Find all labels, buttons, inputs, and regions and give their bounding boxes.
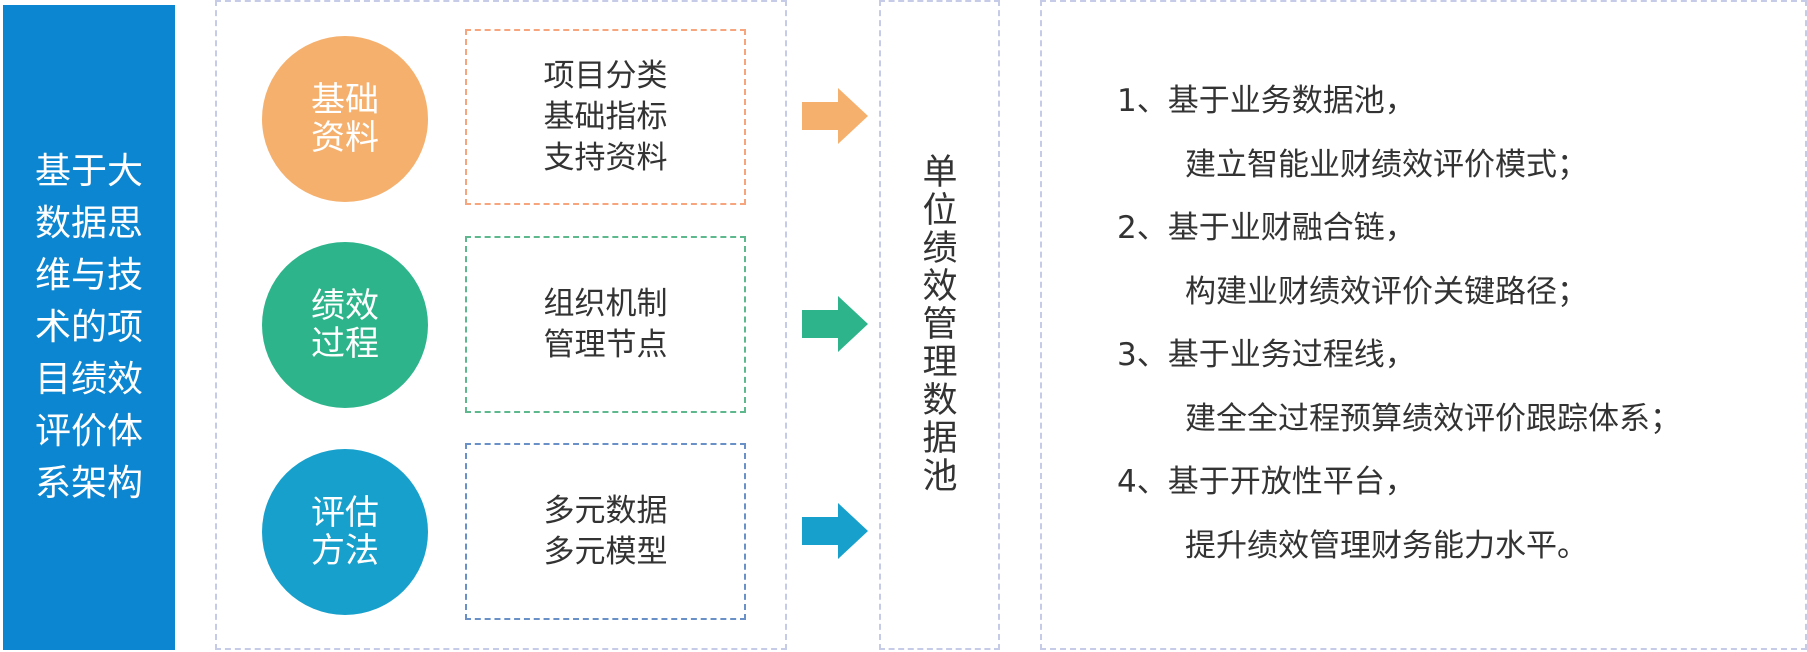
category-label: 基础 资料: [311, 80, 379, 158]
goal-title: 2、基于业财融合链，: [1117, 210, 1416, 246]
arrow-right-icon: [802, 296, 868, 352]
category-items-box: 组织机制 管理节点: [465, 236, 746, 413]
goals-list: 1、基于业务数据池， 建立智能业财绩效评价模式； 2、基于业财融合链， 构建业财…: [1040, 70, 1800, 578]
goal-title: 4、基于开放性平台，: [1117, 464, 1416, 500]
goal-detail: 建立智能业财绩效评价模式；: [1185, 146, 1588, 183]
arrow-right-icon: [802, 88, 868, 144]
category-items-box: 多元数据 多元模型: [465, 443, 746, 620]
category-label: 评估 方法: [311, 493, 379, 571]
arrow-right-icon: [802, 503, 868, 559]
goal-detail: 提升绩效管理财务能力水平。: [1185, 527, 1588, 564]
goal-title: 3、基于业务过程线，: [1117, 337, 1416, 373]
category-items-box: 项目分类 基础指标 支持资料: [465, 29, 746, 205]
goals-panel: [1040, 0, 1807, 650]
category-circle-basic-data: 基础 资料: [262, 36, 428, 202]
category-label: 绩效 过程: [311, 286, 379, 364]
category-circle-performance-process: 绩效 过程: [262, 242, 428, 408]
category-items: 多元数据 多元模型: [543, 492, 668, 570]
data-pool-label: 单位绩效管理数据池: [922, 153, 958, 497]
data-pool: 单位绩效管理数据池: [880, 40, 1000, 610]
category-items: 组织机制 管理节点: [543, 285, 668, 363]
category-circle-evaluation-method: 评估 方法: [262, 449, 428, 615]
goal-detail: 建全全过程预算绩效评价跟踪体系；: [1185, 400, 1681, 437]
goal-detail: 构建业财绩效评价关键路径；: [1185, 273, 1588, 310]
architecture-title-bar: 基于大 数据思 维与技 术的项 目绩效 评价体 系架构: [3, 5, 175, 650]
inputs-panel: [215, 0, 787, 650]
goal-title: 1、基于业务数据池，: [1117, 83, 1416, 119]
data-pool-panel: [879, 0, 1000, 650]
category-items: 项目分类 基础指标 支持资料: [543, 57, 668, 176]
architecture-title: 基于大 数据思 维与技 术的项 目绩效 评价体 系架构: [34, 150, 143, 504]
